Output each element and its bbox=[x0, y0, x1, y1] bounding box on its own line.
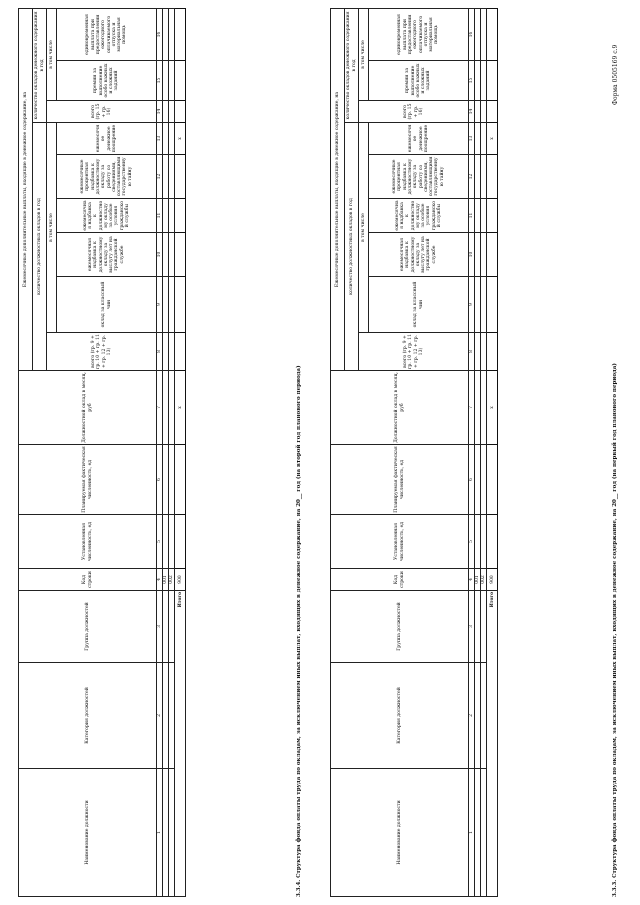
total-row: Итого 900 x x bbox=[486, 8, 498, 897]
table-2-caption: 3.3.4. Структура фонда оплаты труда по о… bbox=[296, 365, 302, 897]
table-1-caption: 3.3.3. Структура фонда оплаты труда по о… bbox=[612, 363, 618, 897]
hdr-col11: ежемесячная надбавка к должностному окла… bbox=[368, 198, 469, 233]
hdr-established-count: Установленная численность, ед bbox=[18, 514, 157, 569]
hdr-col11: ежемесячная надбавка к должностному окла… bbox=[56, 198, 157, 233]
total-cell[interactable] bbox=[486, 444, 498, 515]
total-cell[interactable] bbox=[486, 198, 498, 233]
hdr-in-that-b: в том числе bbox=[46, 8, 57, 101]
hdr-planned-count: Планируемая фактическая численность, ед bbox=[330, 444, 469, 515]
hdr-planned-count: Планируемая фактическая численность, ед bbox=[18, 444, 157, 515]
total-cell[interactable] bbox=[486, 514, 498, 569]
hdr-col15: премии за выполнение особо важных и слож… bbox=[56, 60, 157, 101]
total-cell: x bbox=[174, 122, 186, 155]
hdr-row-code: Код строки bbox=[18, 568, 157, 591]
total-cell[interactable] bbox=[174, 60, 186, 101]
total-cell[interactable] bbox=[174, 8, 186, 61]
total-label: Итого bbox=[174, 590, 186, 897]
hdr-row-code: Код строки bbox=[330, 568, 469, 591]
hdr-col12: ежемесячные процентная надбавка к должно… bbox=[368, 154, 469, 199]
form-identifier: Форма 0505169 с.9 bbox=[612, 44, 619, 105]
hdr-additional-payments: Ежемесячные дополнительные выплаты, вход… bbox=[330, 8, 345, 371]
total-code: 900 bbox=[174, 568, 186, 591]
table-1: Наименование должности Категория должнос… bbox=[330, 8, 498, 897]
hdr-salary: Должностной оклад в месяц, руб bbox=[18, 370, 157, 445]
total-cell: x bbox=[486, 122, 498, 155]
total-cell[interactable] bbox=[174, 232, 186, 277]
hdr-col9: оклад за классный чин bbox=[56, 276, 157, 333]
hdr-col13: ежемесячное денежное поощрение bbox=[56, 122, 157, 155]
total-cell[interactable] bbox=[174, 514, 186, 569]
total-cell[interactable] bbox=[486, 60, 498, 101]
hdr-col16: единовременная выплата при предоставлени… bbox=[56, 8, 157, 61]
hdr-allowance-count: количество окладов денежного содержания … bbox=[344, 8, 359, 123]
hdr-in-that-b: в том числе bbox=[358, 8, 369, 101]
total-cell[interactable] bbox=[174, 444, 186, 515]
total-cell: x bbox=[486, 370, 498, 445]
total-cell[interactable] bbox=[486, 100, 498, 123]
total-cell[interactable] bbox=[174, 198, 186, 233]
hdr-group: Группа должностей bbox=[18, 590, 157, 663]
hdr-position-name: Наименование должности bbox=[18, 768, 157, 897]
hdr-col16: единовременная выплата при предоставлени… bbox=[368, 8, 469, 61]
total-cell[interactable] bbox=[174, 154, 186, 199]
hdr-additional-payments: Ежемесячные дополнительные выплаты, вход… bbox=[18, 8, 33, 371]
table-2: Наименование должности Категория должнос… bbox=[18, 8, 186, 897]
hdr-col15: премии за выполнение особо важных и слож… bbox=[368, 60, 469, 101]
total-cell[interactable] bbox=[174, 100, 186, 123]
total-code: 900 bbox=[486, 568, 498, 591]
hdr-col12: ежемесячные процентная надбавка к должно… bbox=[56, 154, 157, 199]
hdr-allowance-count: количество окладов денежного содержания … bbox=[32, 8, 47, 123]
total-label: Итого bbox=[486, 590, 498, 897]
total-cell[interactable] bbox=[174, 276, 186, 333]
hdr-col8: всего (гр. 9 + гр. 10 + гр. 11 + гр. 12 … bbox=[46, 332, 157, 371]
hdr-col13: ежемесячное денежное поощрение bbox=[368, 122, 469, 155]
total-cell[interactable] bbox=[486, 8, 498, 61]
hdr-salary-count: количество должностных окладов в год bbox=[344, 122, 359, 371]
total-cell: x bbox=[174, 370, 186, 445]
total-cell[interactable] bbox=[486, 276, 498, 333]
hdr-col8: всего (гр. 9 + гр. 10 + гр. 11 + гр. 12 … bbox=[358, 332, 469, 371]
hdr-category: Категория должностей bbox=[18, 662, 157, 769]
hdr-in-that-a: в том числе bbox=[358, 122, 369, 333]
hdr-col14: всего (гр. 15 + гр. 16) bbox=[46, 100, 157, 123]
total-cell[interactable] bbox=[486, 232, 498, 277]
total-cell[interactable] bbox=[486, 154, 498, 199]
hdr-col9: оклад за классный чин bbox=[368, 276, 469, 333]
hdr-col10: ежемесячная надбавка к должностному окла… bbox=[368, 232, 469, 277]
total-row: Итого 900 x x bbox=[174, 8, 186, 897]
hdr-in-that-a: в том числе bbox=[46, 122, 57, 333]
hdr-position-name: Наименование должности bbox=[330, 768, 469, 897]
hdr-salary-count: количество должностных окладов в год bbox=[32, 122, 47, 371]
total-cell[interactable] bbox=[174, 332, 186, 371]
hdr-col10: ежемесячная надбавка к должностному окла… bbox=[56, 232, 157, 277]
hdr-col14: всего (гр. 15 + гр. 16) bbox=[358, 100, 469, 123]
hdr-category: Категория должностей bbox=[330, 662, 469, 769]
hdr-group: Группа должностей bbox=[330, 590, 469, 663]
hdr-salary: Должностной оклад в месяц, руб bbox=[330, 370, 469, 445]
hdr-established-count: Установленная численность, ед bbox=[330, 514, 469, 569]
total-cell[interactable] bbox=[486, 332, 498, 371]
